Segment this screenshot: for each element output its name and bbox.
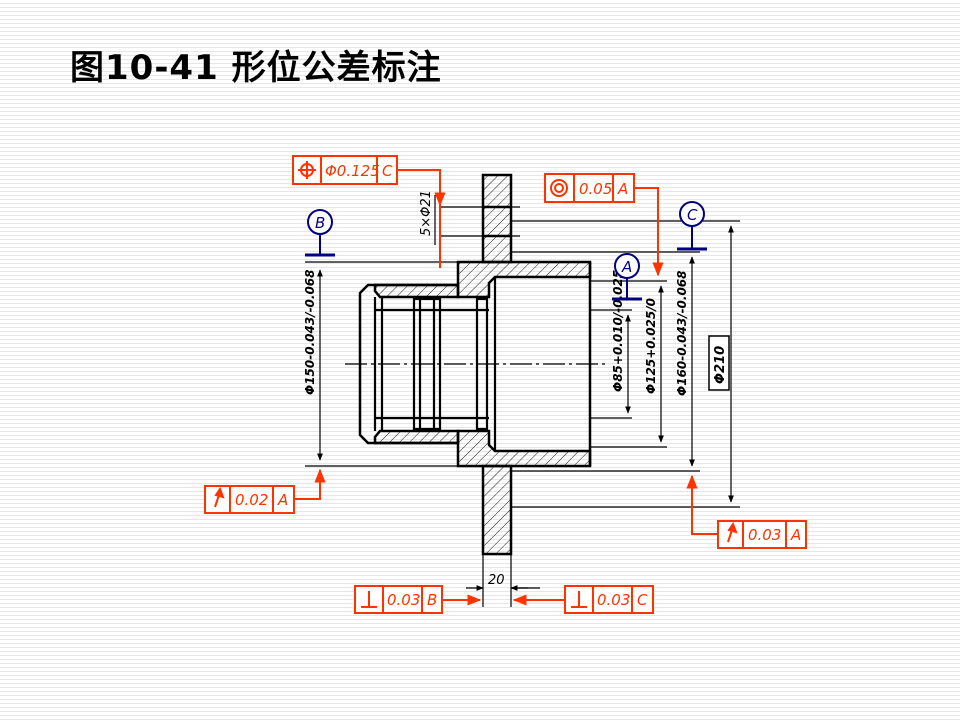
runout-arrow-icon bbox=[727, 521, 738, 543]
dim-flange-width: 20 bbox=[488, 573, 505, 588]
fcf-runout-left-value: 0.02 bbox=[235, 491, 268, 509]
datum-a bbox=[612, 253, 642, 301]
leader-position bbox=[397, 169, 441, 268]
dim-d150: Φ150-0.043/-0.068 bbox=[303, 269, 317, 395]
dim-d210: Φ210 bbox=[713, 346, 728, 384]
datum-c-label: C bbox=[687, 206, 698, 224]
part-section-lower bbox=[373, 429, 592, 556]
fcf-perpendicular-right: 0.03 C bbox=[564, 585, 654, 614]
datum-c bbox=[677, 201, 707, 251]
fcf-runout-right: 0.03 A bbox=[717, 520, 807, 549]
perpendicularity-icon bbox=[571, 591, 587, 608]
fcf-concentricity-datum: A bbox=[617, 180, 628, 198]
slide-title: 图10-41 形位公差标注 bbox=[70, 48, 442, 88]
part-section-upper bbox=[373, 173, 592, 299]
runout-arrow-icon bbox=[214, 486, 225, 508]
datum-b bbox=[305, 209, 335, 257]
fcf-runout-right-value: 0.03 bbox=[748, 526, 781, 544]
flange-hole-lines bbox=[440, 205, 520, 238]
dim-holes: 5×Φ21 bbox=[419, 190, 434, 236]
dimension-lines bbox=[305, 195, 740, 607]
concentricity-icon bbox=[550, 179, 568, 197]
fcf-perpendicular-left-value: 0.03 bbox=[387, 591, 420, 609]
fcf-perpendicular-right-datum: C bbox=[637, 591, 648, 609]
datum-a-label: A bbox=[621, 258, 632, 276]
fcf-perpendicular-right-value: 0.03 bbox=[597, 591, 630, 609]
leader-concentricity bbox=[634, 187, 664, 277]
fcf-perpendicular-left: 0.03 B bbox=[354, 585, 443, 614]
fcf-position-datum: C bbox=[382, 162, 393, 180]
fcf-runout-left: 0.02 A bbox=[204, 485, 295, 514]
leader-runout-right bbox=[686, 474, 718, 535]
fcf-runout-left-datum: A bbox=[277, 491, 288, 509]
perpendicularity-icon bbox=[361, 591, 377, 608]
dim-d85: Φ85+0.010/-0.025 bbox=[611, 270, 625, 392]
dim-d125: Φ125+0.025/0 bbox=[644, 298, 658, 394]
fcf-position-holes: Φ0.125 C bbox=[292, 155, 398, 185]
datum-b-label: B bbox=[315, 214, 325, 232]
leader-runout-left bbox=[294, 468, 326, 500]
fcf-perpendicular-left-datum: B bbox=[427, 591, 437, 609]
fcf-position-value: Φ0.125 bbox=[325, 162, 380, 180]
position-icon bbox=[298, 161, 316, 179]
dim-d160: Φ160-0.043/-0.068 bbox=[675, 270, 689, 396]
fcf-runout-right-datum: A bbox=[790, 526, 801, 544]
fcf-concentricity: 0.05 A bbox=[544, 173, 635, 203]
dim-d210-box bbox=[708, 335, 730, 391]
fcf-concentricity-value: 0.05 bbox=[579, 180, 612, 198]
